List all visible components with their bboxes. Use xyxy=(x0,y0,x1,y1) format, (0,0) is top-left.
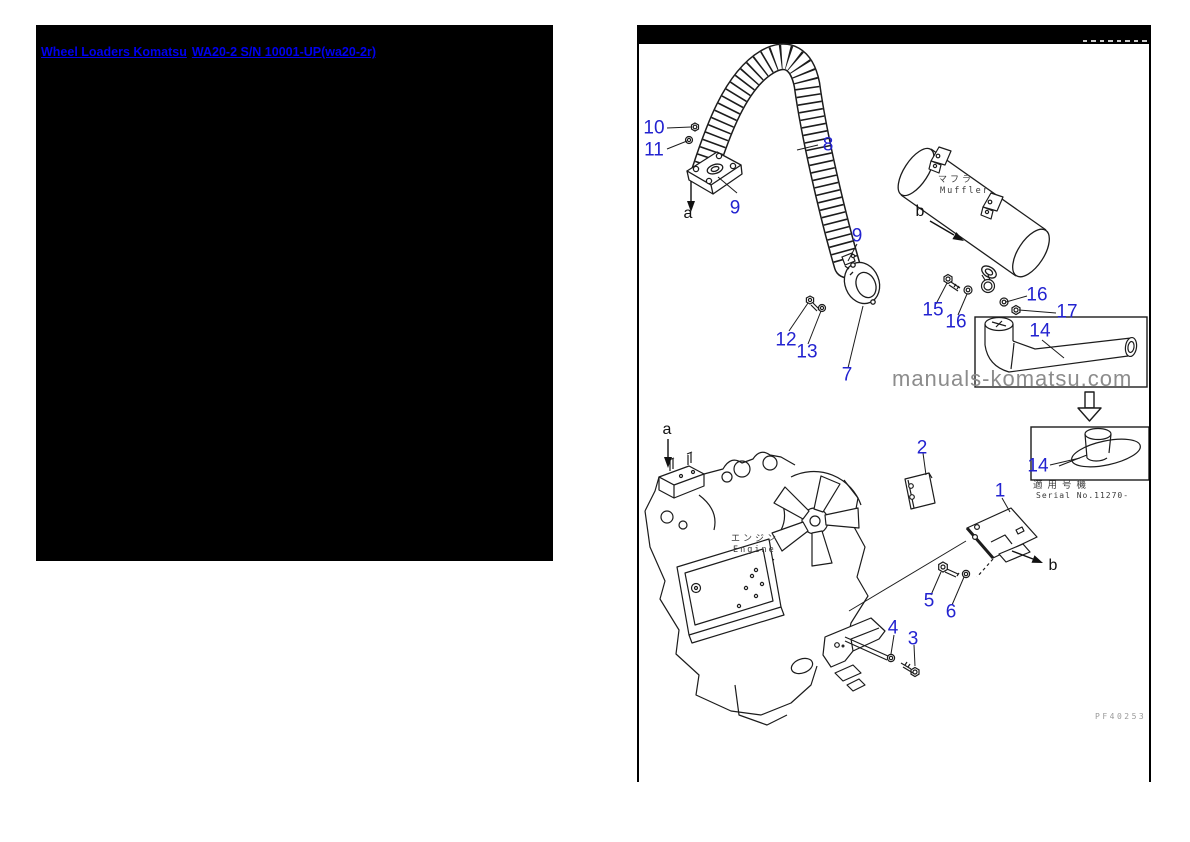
muffler-label-en: Muffler xyxy=(940,186,990,196)
ref-letter-b2: b xyxy=(1048,557,1058,574)
callout-3[interactable]: 3 xyxy=(907,628,919,650)
part-code: PF40253 xyxy=(1095,712,1147,721)
watermark: manuals-komatsu.com xyxy=(892,366,1133,391)
upper-flange xyxy=(686,151,743,195)
ref-letter-a2: a xyxy=(662,421,672,438)
left-black-panel: Wheel Loaders Komatsu WA20-2 S/N 10001-UP… xyxy=(36,25,553,561)
callout-11[interactable]: 11 xyxy=(644,139,664,161)
engine-label-en: Engine xyxy=(733,545,776,555)
bolt-5 xyxy=(938,561,960,578)
callout-4[interactable]: 4 xyxy=(887,617,899,639)
tailpipe-upper xyxy=(984,316,1138,373)
link-model-serial[interactable]: WA20-2 S/N 10001-UP(wa20-2r) xyxy=(191,45,376,59)
callout-17[interactable]: 17 xyxy=(1056,301,1078,323)
tailpipe-box-lower xyxy=(1030,426,1149,481)
bracket-1 xyxy=(965,507,1038,578)
reference-arrows xyxy=(664,181,1043,563)
ref-letter-a1: a xyxy=(683,205,693,222)
washer-4 xyxy=(886,653,896,663)
bar-dash xyxy=(1125,40,1130,42)
callout-2[interactable]: 2 xyxy=(916,437,928,459)
callout-16b[interactable]: 16 xyxy=(1026,284,1048,306)
bar-dash xyxy=(1083,40,1087,42)
callout-8[interactable]: 8 xyxy=(822,134,834,156)
down-arrow xyxy=(1077,391,1102,422)
serial-note-en: Serial No.11270- xyxy=(1036,491,1130,500)
lower-flange-7 xyxy=(843,261,881,305)
nut-10 xyxy=(690,122,700,132)
bolt-3 xyxy=(900,661,920,678)
engine-art xyxy=(644,451,889,726)
tailpipe-box-upper xyxy=(974,316,1148,388)
callout-12[interactable]: 12 xyxy=(775,329,797,351)
callout-1[interactable]: 1 xyxy=(994,480,1006,502)
link-wheel-loaders-komatsu[interactable]: Wheel Loaders Komatsu xyxy=(41,45,187,59)
breadcrumb: Wheel Loaders Komatsu WA20-2 S/N 10001-UP… xyxy=(41,43,381,61)
parts-diagram-art xyxy=(644,43,1149,726)
diagram-panel: マフラ Muffler エンジン Engine 適用号機 Serial No.1… xyxy=(637,25,1151,782)
callout-14a[interactable]: 14 xyxy=(1029,320,1051,342)
tailpipe-lower xyxy=(1058,427,1141,468)
callout-15[interactable]: 15 xyxy=(922,299,944,321)
ref-letter-b1: b xyxy=(915,203,925,220)
callout-9b[interactable]: 9 xyxy=(851,225,863,247)
serial-note-jp: 適用号機 xyxy=(1033,480,1092,491)
washer-6 xyxy=(961,569,971,579)
bar-dash xyxy=(1108,40,1113,42)
washer-13 xyxy=(817,303,827,313)
washer-11 xyxy=(684,135,694,145)
muffler-label-jp: マフラ xyxy=(938,175,975,185)
callout-9a[interactable]: 9 xyxy=(729,197,741,219)
muffler-brackets xyxy=(928,146,1004,220)
callout-16a[interactable]: 16 xyxy=(945,311,967,333)
callout-13[interactable]: 13 xyxy=(796,341,818,363)
bar-dash xyxy=(1134,40,1138,42)
callout-7[interactable]: 7 xyxy=(841,364,853,386)
callout-14b[interactable]: 14 xyxy=(1027,455,1049,477)
diagram-top-bar xyxy=(639,25,1149,44)
bar-dash xyxy=(1117,40,1121,42)
bolt-12 xyxy=(805,295,821,312)
engine-label-jp: エンジン xyxy=(731,534,780,544)
bar-dash xyxy=(1100,40,1104,42)
plate-2 xyxy=(904,472,936,510)
fasteners-15-16-17 xyxy=(943,273,1021,316)
leader-lines xyxy=(666,126,1081,667)
bar-dash xyxy=(1142,40,1147,42)
bar-dash xyxy=(1091,40,1096,42)
callout-5[interactable]: 5 xyxy=(923,590,935,612)
callout-10[interactable]: 10 xyxy=(643,117,665,139)
callout-6[interactable]: 6 xyxy=(945,601,957,623)
flex-tube xyxy=(690,43,861,279)
